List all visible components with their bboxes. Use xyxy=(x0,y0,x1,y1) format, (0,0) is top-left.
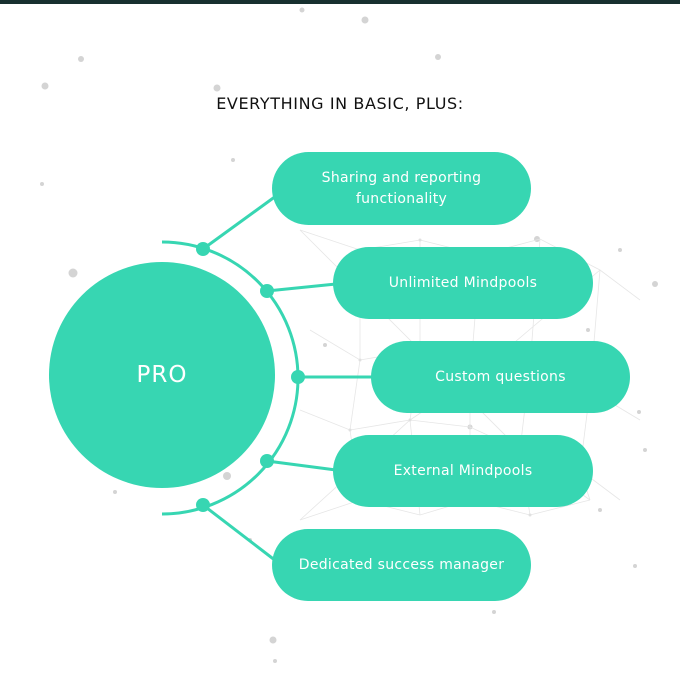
feature-label: External Mindpools xyxy=(393,462,533,479)
connector-node-3 xyxy=(291,370,305,384)
connector-line-4 xyxy=(266,459,337,472)
connector-node-1 xyxy=(196,242,210,256)
connector-line-5 xyxy=(202,503,277,563)
feature-pill-unlimited-mindpools: Unlimited Mindpools xyxy=(333,247,593,319)
feature-pill-custom-questions: Custom questions xyxy=(371,341,630,413)
feature-label: Dedicated success manager xyxy=(298,556,505,573)
feature-pill-success-manager: Dedicated success manager xyxy=(272,529,531,601)
feature-label: Unlimited Mindpools xyxy=(388,274,538,291)
connector-line-1 xyxy=(202,194,277,251)
plan-circle-pro: PRO xyxy=(49,262,275,488)
top-bar xyxy=(0,0,680,4)
plan-name: PRO xyxy=(136,362,188,388)
connector-node-4 xyxy=(260,454,274,468)
section-heading: EVERYTHING IN BASIC, PLUS: xyxy=(216,94,464,113)
feature-label: Custom questions xyxy=(435,368,566,385)
connector-node-2 xyxy=(260,284,274,298)
connector-node-5 xyxy=(196,498,210,512)
feature-label: Sharing and reporting functionality xyxy=(321,169,482,207)
feature-pill-external-mindpools: External Mindpools xyxy=(333,435,593,507)
connector-line-2 xyxy=(266,282,337,293)
feature-pill-sharing-reporting: Sharing and reporting functionality xyxy=(272,152,531,225)
